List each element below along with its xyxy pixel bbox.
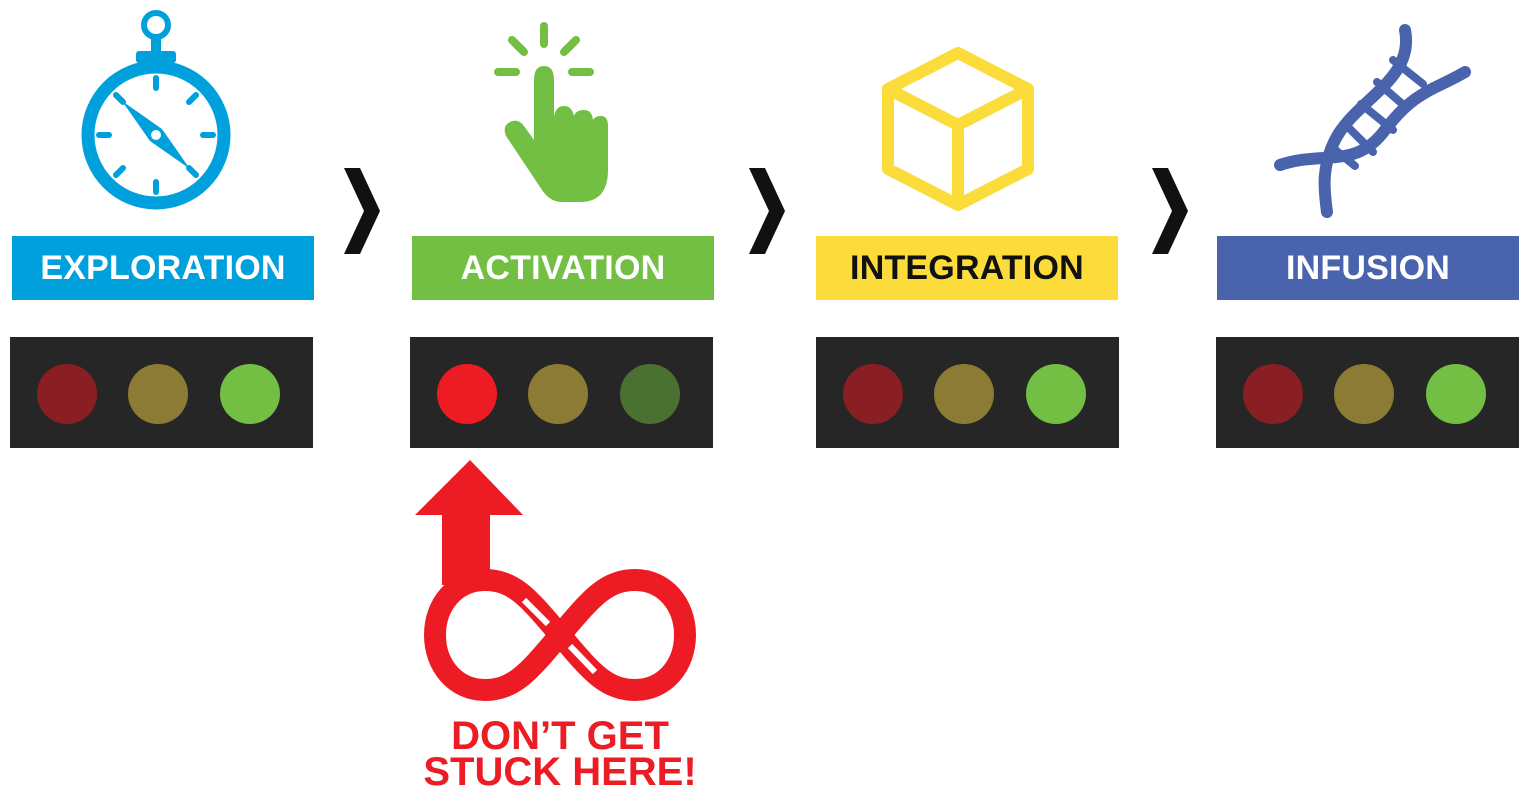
chevron-right-icon [1152,168,1188,254]
green-light [220,364,280,424]
red-light [1243,364,1303,424]
warning-line-2: STUCK HERE! [423,750,697,794]
traffic-light-exploration [10,337,313,448]
green-light [620,364,680,424]
amber-light [1334,364,1394,424]
stage-label-integration: INTEGRATION [816,236,1118,300]
cube-icon [882,47,1034,211]
traffic-light-integration [816,337,1119,448]
red-light [843,364,903,424]
warning-message: DON’T GET STUCK HERE! [395,714,725,794]
arrow-up-icon [415,460,523,585]
traffic-light-infusion [1216,337,1519,448]
pointing-hand-icon [494,22,608,202]
chevron-right-icon [749,168,785,254]
stage-label-activation: ACTIVATION [412,236,714,300]
traffic-light-activation [410,337,713,448]
stage-label-infusion: INFUSION [1217,236,1519,300]
compass-icon [81,10,231,210]
red-light [437,364,497,424]
stage-label-exploration: EXPLORATION [12,236,314,300]
amber-light [128,364,188,424]
warning-line-1: DON’T GET [451,714,669,758]
amber-light [934,364,994,424]
green-light [1026,364,1086,424]
infinity-loop-icon [423,568,697,702]
amber-light [528,364,588,424]
green-light [1426,364,1486,424]
chevron-right-icon [344,168,380,254]
dna-icon [1274,24,1471,218]
red-light [37,364,97,424]
